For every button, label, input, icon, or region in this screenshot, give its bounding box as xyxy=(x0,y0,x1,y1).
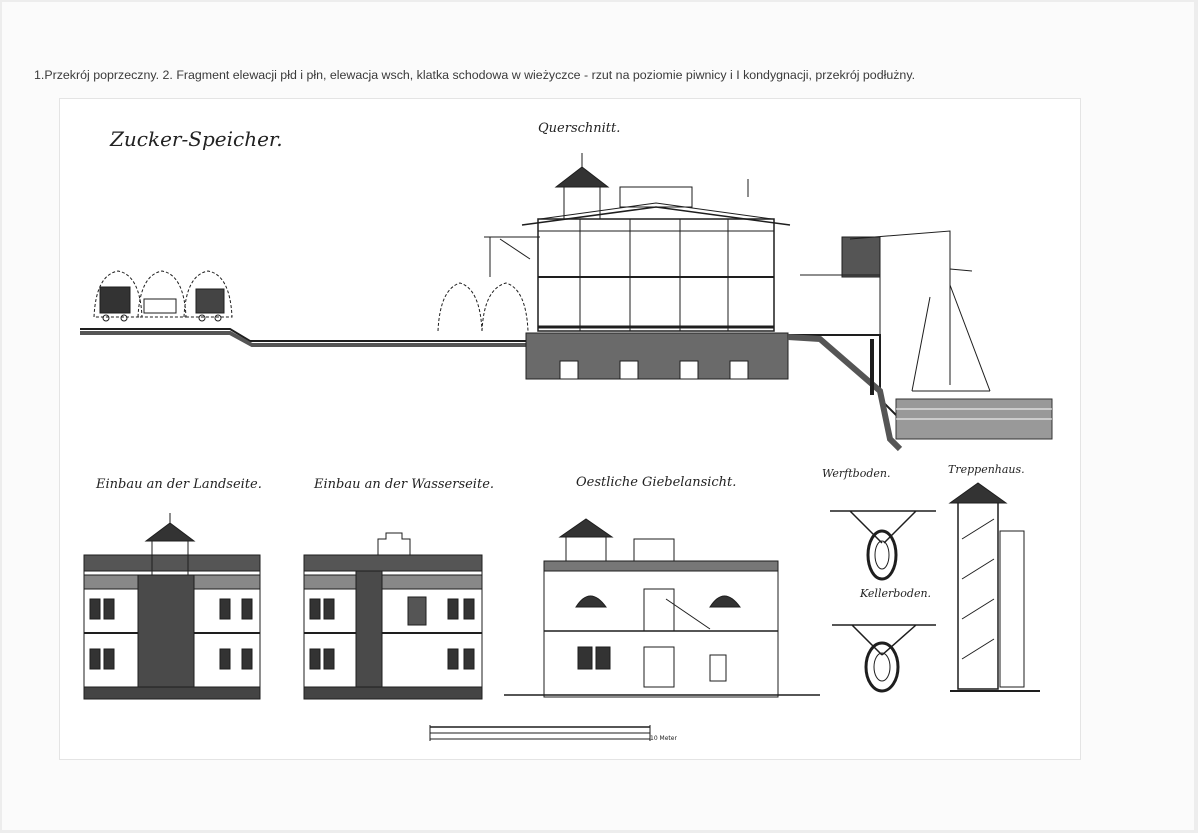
water-side-elevation-drawing xyxy=(303,532,483,700)
east-gable-label: Oestliche Giebelansicht. xyxy=(576,475,737,490)
drawing-title: Zucker-Speicher. xyxy=(110,127,283,151)
cross-section-drawing xyxy=(80,153,1053,452)
land-side-elevation-drawing xyxy=(83,513,261,700)
figure-caption: 1.Przekrój poprzeczny. 2. Fragment elewa… xyxy=(34,68,916,82)
east-gable-elevation-drawing xyxy=(504,518,820,698)
land-side-label: Einbau an der Landseite. xyxy=(96,477,262,492)
stairwell-label: Treppenhaus. xyxy=(948,463,1025,476)
drawing-linework xyxy=(80,153,1053,741)
stair-tower-section-drawing xyxy=(948,482,1040,692)
water-side-label: Einbau an der Wasserseite. xyxy=(314,477,495,492)
architectural-drawing-plate: Zucker-Speicher. Querschnitt. Einbau an … xyxy=(59,98,1081,760)
cellar-floor-label: Kellerboden. xyxy=(860,587,932,600)
scale-label: 10 Meter xyxy=(650,735,677,742)
scale-bar xyxy=(429,725,651,741)
werft-floor-label: Werftboden. xyxy=(822,467,891,480)
cross-section-label: Querschnitt. xyxy=(538,121,621,136)
werft-and-cellar-plan-drawing xyxy=(830,510,936,693)
